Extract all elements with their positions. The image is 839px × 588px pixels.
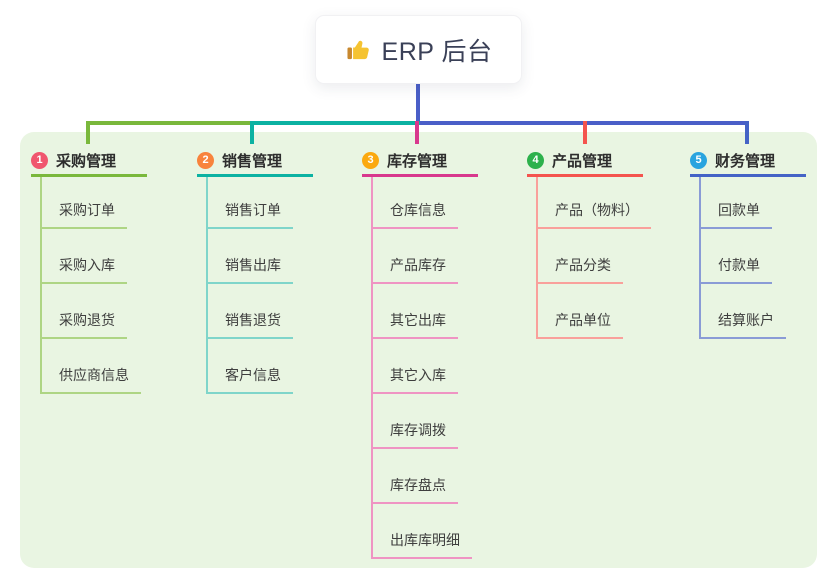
child-node-label: 产品分类 (555, 257, 611, 273)
child-node-label: 库存盘点 (390, 477, 446, 493)
branch-label: 库存管理 (387, 153, 448, 170)
child-node-label: 结算账户 (718, 312, 774, 328)
child-node[interactable]: 出库库明细 (373, 504, 472, 559)
branch-number-badge: 2 (197, 152, 214, 169)
branch-header[interactable]: 3 库存管理 (362, 147, 478, 177)
child-node[interactable]: 销售订单 (208, 177, 293, 229)
branch-node[interactable]: 4 产品管理 产品（物料） 产品分类产品单位 (527, 147, 651, 339)
child-node[interactable]: 结算账户 (701, 284, 786, 339)
child-node-label: 销售出库 (225, 257, 281, 273)
branch-drop-line (250, 121, 254, 144)
child-node[interactable]: 产品库存 (373, 229, 458, 284)
child-node-label: 其它入库 (390, 367, 446, 383)
thumbs-up-icon (347, 40, 369, 60)
branch-node[interactable]: 2 销售管理 销售订单销售出库销售退货客户信息 (197, 147, 313, 394)
branch-drop-line (745, 121, 749, 144)
child-node[interactable]: 销售出库 (208, 229, 293, 284)
child-node-label: 付款单 (718, 257, 760, 273)
branch-children: 采购订单采购入库采购退货供应商信息 (40, 177, 141, 394)
branch-node[interactable]: 1 采购管理 采购订单采购入库采购退货供应商信息 (31, 147, 147, 394)
child-node[interactable]: 采购订单 (42, 177, 127, 229)
child-node-label: 其它出库 (390, 312, 446, 328)
child-node[interactable]: 采购退货 (42, 284, 127, 339)
child-node-label: 库存调拨 (390, 422, 446, 438)
child-node[interactable]: 销售退货 (208, 284, 293, 339)
branch-drop-line (86, 121, 90, 144)
child-node[interactable]: 库存盘点 (373, 449, 458, 504)
child-node-label: 采购订单 (59, 202, 115, 218)
child-node-label: 回款单 (718, 202, 760, 218)
branch-number-badge: 5 (690, 152, 707, 169)
branch-header[interactable]: 2 销售管理 (197, 147, 313, 177)
child-node-label: 产品（物料） (555, 202, 639, 218)
child-node-label: 销售退货 (225, 312, 281, 328)
connector-line-right (416, 121, 749, 125)
root-node[interactable]: ERP 后台 (315, 15, 522, 84)
branch-number-badge: 1 (31, 152, 48, 169)
branch-drop-line (415, 121, 419, 144)
child-node-label: 出库库明细 (390, 532, 460, 548)
connector-line-branch1 (86, 121, 252, 125)
child-node[interactable]: 其它出库 (373, 284, 458, 339)
child-node-label: 采购入库 (59, 257, 115, 273)
branch-children: 销售订单销售出库销售退货客户信息 (206, 177, 293, 394)
branch-label: 产品管理 (552, 153, 613, 170)
branch-children: 回款单付款单结算账户 (699, 177, 786, 339)
child-node[interactable]: 仓库信息 (373, 177, 458, 229)
connector-line-branch2 (250, 121, 420, 125)
branch-header[interactable]: 4 产品管理 (527, 147, 643, 177)
child-node[interactable]: 产品单位 (538, 284, 623, 339)
child-node[interactable]: 产品（物料） (538, 177, 651, 229)
branch-number-badge: 4 (527, 152, 544, 169)
branch-header[interactable]: 5 财务管理 (690, 147, 806, 177)
root-node-title: ERP 后台 (381, 37, 493, 66)
branch-node[interactable]: 3 库存管理 仓库信息产品库存其它出库其它入库库存调拨库存盘点出库库明细 (362, 147, 478, 559)
child-node-label: 仓库信息 (390, 202, 446, 218)
child-node[interactable]: 回款单 (701, 177, 772, 229)
child-node-label: 产品库存 (390, 257, 446, 273)
branch-label: 采购管理 (56, 153, 117, 170)
child-node-label: 销售订单 (225, 202, 281, 218)
child-node-label: 客户信息 (225, 367, 281, 383)
child-node[interactable]: 其它入库 (373, 339, 458, 394)
branches-panel (20, 132, 817, 568)
branch-header[interactable]: 1 采购管理 (31, 147, 147, 177)
branch-label: 财务管理 (715, 153, 776, 170)
child-node[interactable]: 客户信息 (208, 339, 293, 394)
branch-children: 仓库信息产品库存其它出库其它入库库存调拨库存盘点出库库明细 (371, 177, 472, 559)
root-connector-line (416, 84, 420, 125)
child-node[interactable]: 库存调拨 (373, 394, 458, 449)
child-node[interactable]: 采购入库 (42, 229, 127, 284)
child-node-label: 采购退货 (59, 312, 115, 328)
branch-label: 销售管理 (222, 153, 283, 170)
child-node-label: 产品单位 (555, 312, 611, 328)
branch-node[interactable]: 5 财务管理 回款单付款单结算账户 (690, 147, 806, 339)
child-node-label: 供应商信息 (59, 367, 129, 383)
branch-number-badge: 3 (362, 152, 379, 169)
child-node[interactable]: 付款单 (701, 229, 772, 284)
child-node[interactable]: 供应商信息 (42, 339, 141, 394)
branch-drop-line (583, 121, 587, 144)
child-node[interactable]: 产品分类 (538, 229, 623, 284)
branch-children: 产品（物料） 产品分类产品单位 (536, 177, 651, 339)
